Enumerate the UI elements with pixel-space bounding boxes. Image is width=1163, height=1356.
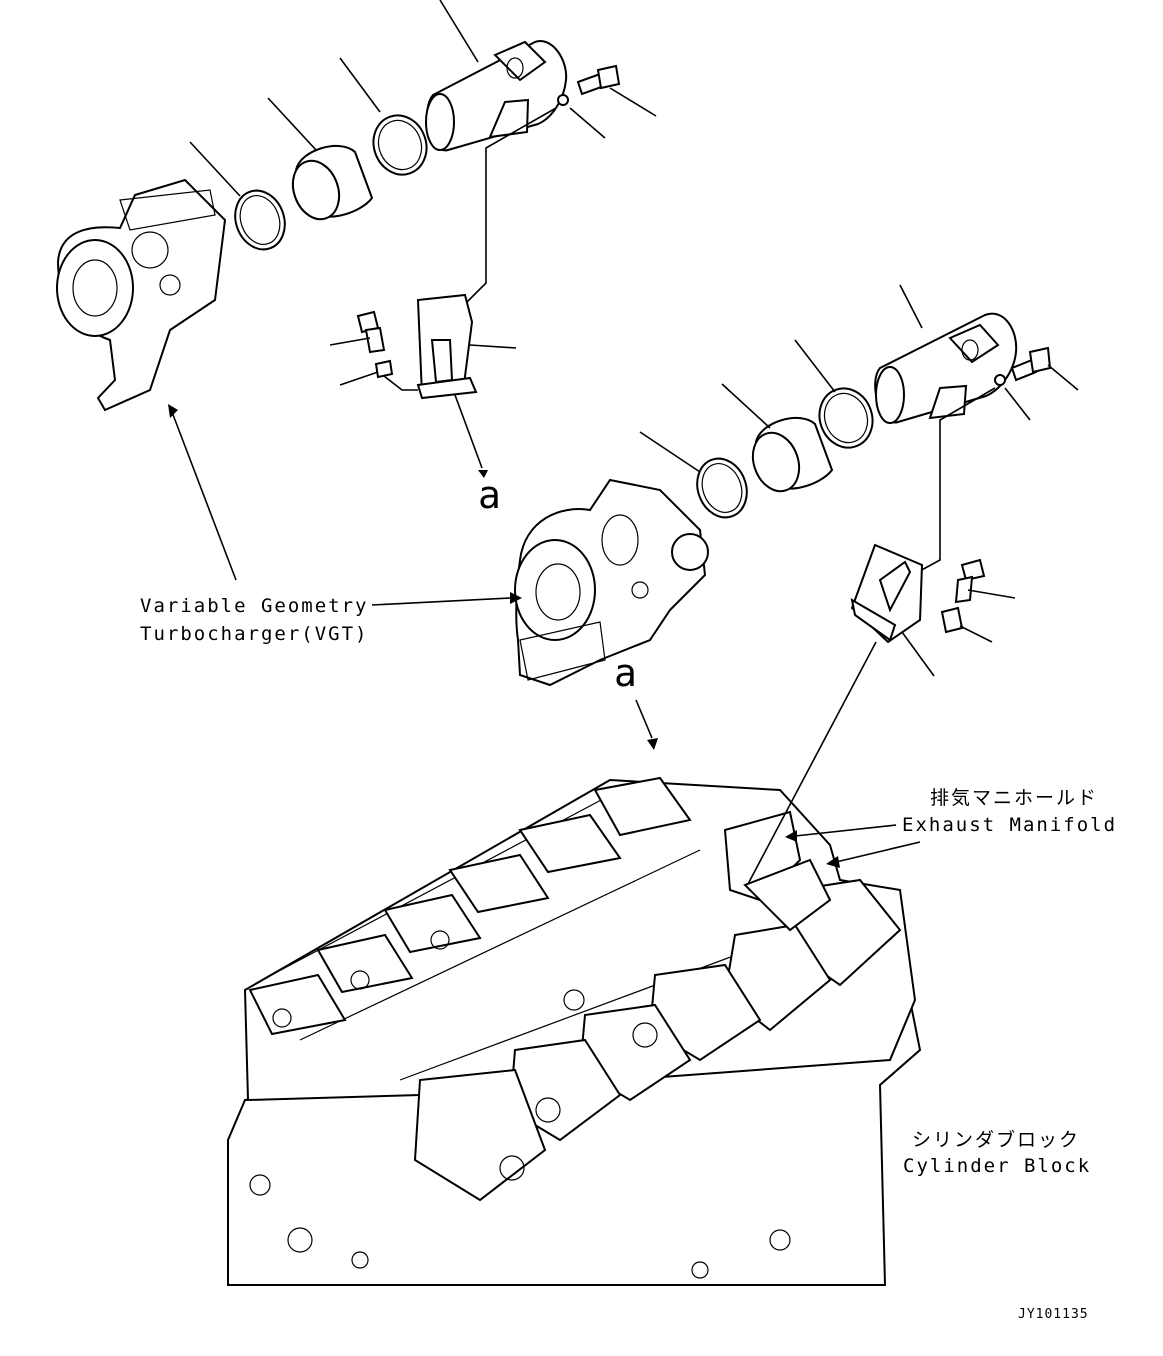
callout-a-upper: a [478, 473, 501, 517]
bracket-bolt-lower [940, 558, 986, 634]
exhaust-label-jp: 排気マニホールド [930, 787, 1098, 809]
bracket-bolt-upper [356, 310, 394, 379]
leader-vgt-center [371, 597, 511, 606]
center-turbocharger [514, 478, 709, 687]
lower-connector-pipe [874, 312, 1018, 424]
leader-bracket-lower [901, 631, 935, 677]
upper-leader-lines [189, 0, 657, 305]
lower-leader-lines [639, 284, 1079, 573]
leader-bracket-to-manifold [747, 641, 877, 885]
upper-connector-pipe [425, 40, 568, 152]
arrow-a-upper-shaft [454, 394, 483, 469]
left-turbocharger [56, 178, 227, 412]
vgt-label-line1: Variable Geometry [140, 595, 368, 617]
leader-exhaust-2-head [826, 856, 840, 868]
lower-bracket [850, 543, 924, 644]
leader-nut-link-upper [383, 375, 418, 391]
cylinder-label-jp: シリンダブロック [912, 1128, 1080, 1151]
lower-sleeve [751, 416, 834, 493]
leader-exhaust-1 [794, 824, 897, 837]
leader-bolt-lower [967, 589, 1016, 599]
leader-vgt-center-head [510, 592, 522, 604]
leader-exhaust-1-head [785, 830, 797, 842]
leader-bracket-upper [469, 344, 517, 349]
arrow-a-lower-head [647, 738, 658, 750]
lower-clamp-left [696, 457, 748, 519]
cylinder-label-en: Cylinder Block [903, 1155, 1091, 1177]
leader-exhaust-2 [835, 841, 921, 863]
callout-a-lower: a [614, 651, 637, 695]
leader-vgt-left-head [168, 404, 178, 418]
engine-block [227, 776, 922, 1286]
drawing-code: JY101135 [1018, 1307, 1089, 1322]
arrow-a-upper-head [478, 470, 488, 478]
upper-bracket [416, 293, 478, 400]
upper-clamp-right [372, 114, 428, 176]
exhaust-label-en: Exhaust Manifold [902, 814, 1117, 836]
upper-clamp-left [234, 189, 286, 251]
vgt-label: Variable Geometry Turbocharger(VGT) [140, 595, 368, 645]
leader-bolt-upper [329, 337, 371, 346]
lower-bolt [994, 346, 1052, 386]
leader-nut-upper [339, 371, 379, 386]
upper-sleeve [291, 144, 374, 221]
lower-clamp-right [818, 387, 874, 449]
arrow-a-lower-shaft [635, 699, 653, 739]
leader-vgt-left [171, 411, 237, 581]
upper-bolt [557, 64, 621, 106]
leader-nut-lower [959, 625, 993, 643]
vgt-label-line2: Turbocharger(VGT) [140, 623, 368, 645]
